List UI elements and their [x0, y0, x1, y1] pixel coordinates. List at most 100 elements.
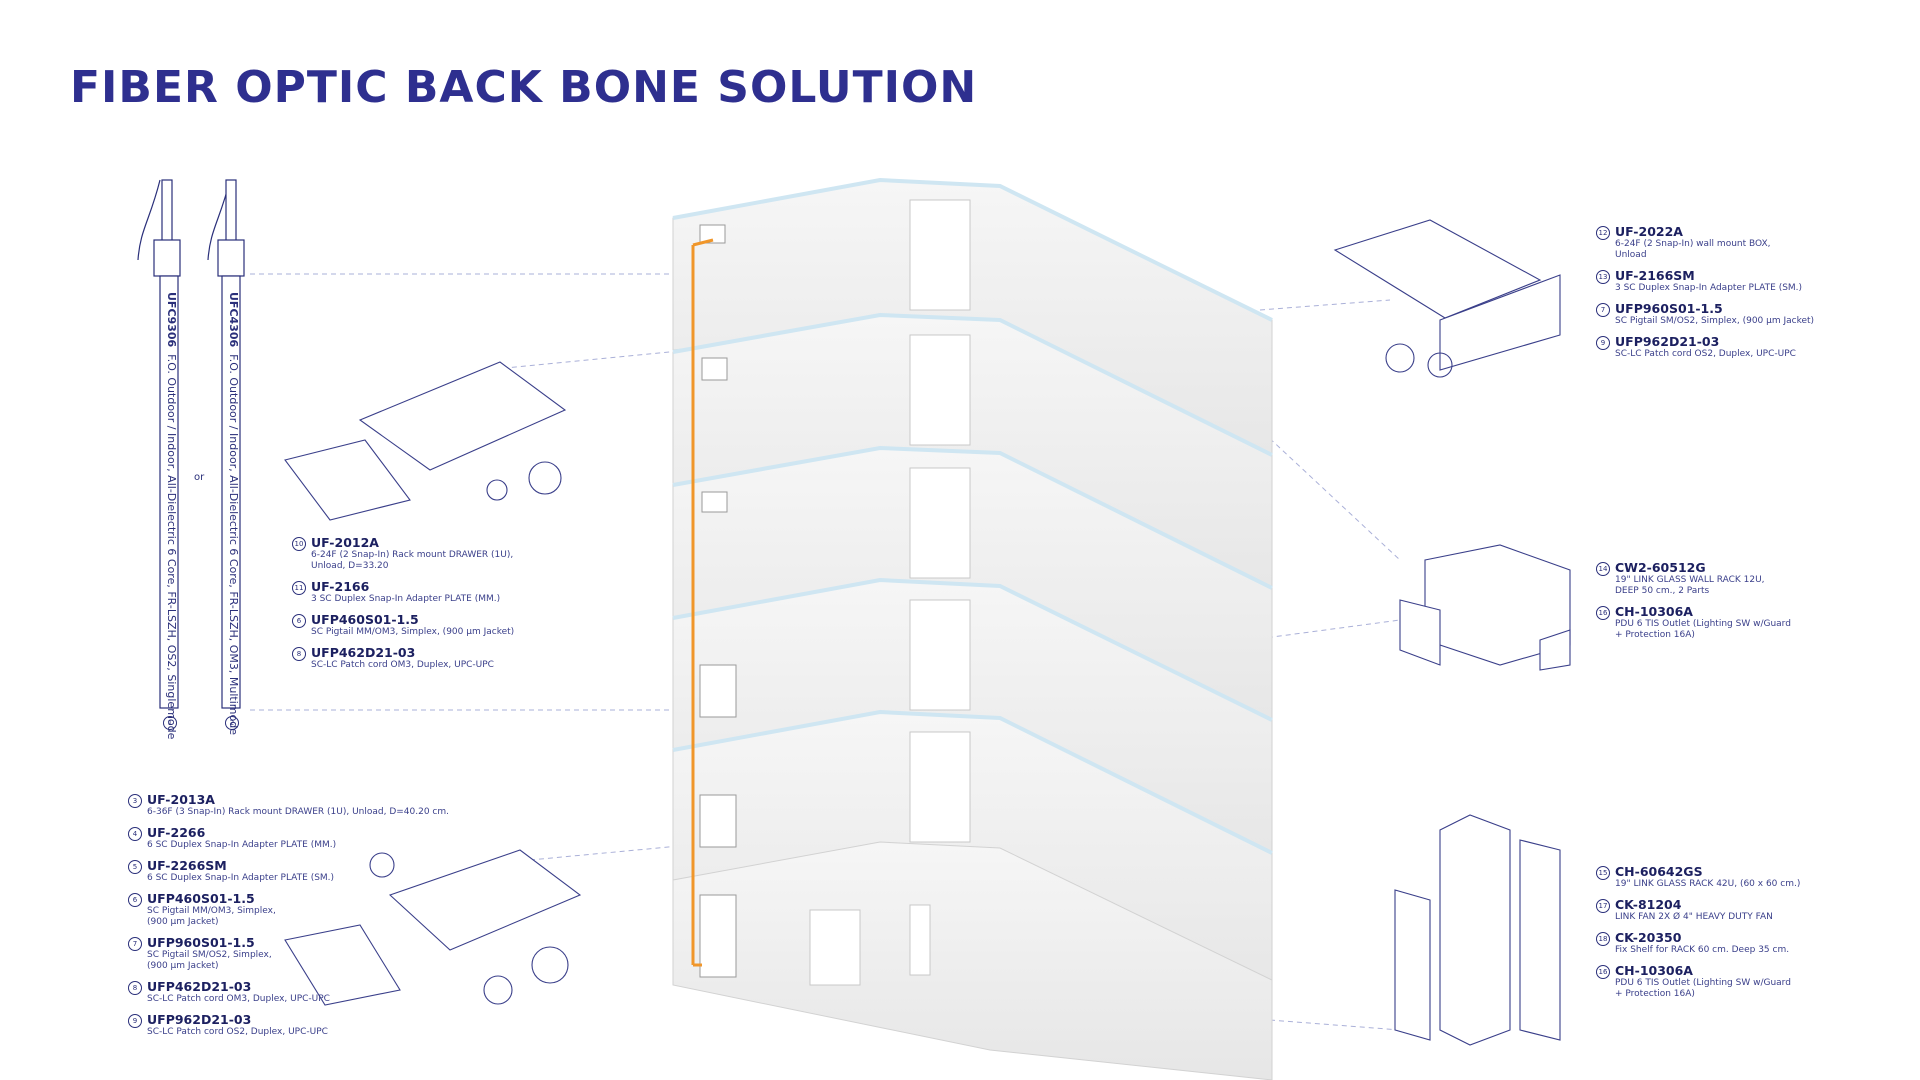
product-code: UF-2266SM — [147, 858, 227, 873]
item-number-badge: 16 — [1596, 965, 1610, 979]
product-code: CK-20350 — [1615, 930, 1682, 945]
item-number-badge: 6 — [292, 614, 306, 628]
item-number-badge: 13 — [1596, 270, 1610, 284]
cable-desc-1: F.O. Outdoor / Indoor, All-Dielectric 6 … — [165, 354, 178, 740]
product-code: CH-60642GS — [1615, 864, 1703, 879]
item-number-badge: 16 — [1596, 606, 1610, 620]
product-description: SC-LC Patch cord OM3, Duplex, UPC-UPC — [147, 994, 330, 1004]
product-description: 6-24F (2 Snap-In) Rack mount DRAWER (1U)… — [311, 550, 514, 560]
or-label: or — [194, 472, 205, 483]
item-number-badge: 14 — [1596, 562, 1610, 576]
product-code: UFP462D21-03 — [311, 645, 416, 660]
cable-code-1: UFC9306 — [165, 292, 178, 348]
product-code: UF-2013A — [147, 792, 215, 807]
item-number-badge: 8 — [292, 647, 306, 661]
product-description: SC Pigtail SM/OS2, Simplex, — [147, 950, 272, 960]
product-description: Unload, D=33.20 — [311, 561, 389, 571]
cable-number-2: 2 — [225, 716, 239, 730]
product-code: UFP460S01-1.5 — [147, 891, 255, 906]
product-description: SC-LC Patch cord OM3, Duplex, UPC-UPC — [311, 660, 494, 670]
item-number-badge: 10 — [292, 537, 306, 551]
cable-code-2: UFC4306 — [227, 292, 240, 348]
product-description: SC Pigtail MM/OM3, Simplex, (900 µm Jack… — [311, 627, 515, 637]
product-description: 6 SC Duplex Snap-In Adapter PLATE (SM.) — [147, 873, 335, 883]
product-code: UFP962D21-03 — [1615, 334, 1720, 349]
rack-drawings — [699, 224, 737, 978]
product-description: 6-24F (2 Snap-In) wall mount BOX, — [1615, 239, 1771, 249]
product-description: LINK FAN 2X Ø 4" HEAVY DUTY FAN — [1615, 912, 1773, 922]
item-number-badge: 3 — [128, 794, 142, 808]
cable-desc-2: F.O. Outdoor / Indoor, All-Dielectric 6 … — [227, 354, 240, 735]
fiber-backbone — [691, 238, 714, 967]
item-number-badge: 4 — [128, 827, 142, 841]
product-code: UFP960S01-1.5 — [1615, 301, 1723, 316]
item-number-badge: 8 — [128, 981, 142, 995]
product-code: CK-81204 — [1615, 897, 1682, 912]
product-code: CW2-60512G — [1615, 560, 1706, 575]
item-number-badge: 9 — [1596, 336, 1610, 350]
item-number-badge: 12 — [1596, 226, 1610, 240]
glass-edges — [672, 177, 1273, 855]
product-description: SC Pigtail MM/OM3, Simplex, — [147, 906, 276, 916]
product-code: UFP960S01-1.5 — [147, 935, 255, 950]
product-description: SC Pigtail SM/OS2, Simplex, (900 µm Jack… — [1615, 316, 1815, 326]
cable-label-2: UFC4306 F.O. Outdoor / Indoor, All-Diele… — [227, 292, 240, 735]
product-code: CH-10306A — [1615, 604, 1693, 619]
item-number-badge: 7 — [128, 937, 142, 951]
item-number-badge: 6 — [128, 893, 142, 907]
item-number-badge: 7 — [1596, 303, 1610, 317]
page-title: FIBER OPTIC BACK BONE SOLUTION — [70, 62, 978, 113]
item-number-badge: 11 — [292, 581, 306, 595]
product-description: 19" LINK GLASS RACK 42U, (60 x 60 cm.) — [1615, 879, 1801, 889]
product-description: PDU 6 TIS Outlet (Lighting SW w/Guard — [1615, 619, 1791, 629]
leader-lines — [250, 273, 1401, 1031]
item-number-badge: 5 — [128, 860, 142, 874]
product-description: SC-LC Patch cord OS2, Duplex, UPC-UPC — [147, 1027, 328, 1037]
cable-label-1: UFC9306 F.O. Outdoor / Indoor, All-Diele… — [165, 292, 178, 739]
product-code: UF-2166SM — [1615, 268, 1695, 283]
cable-number-1: 1 — [163, 716, 177, 730]
product-description: 6-36F (3 Snap-In) Rack mount DRAWER (1U)… — [147, 807, 450, 817]
product-description: Unload — [1615, 250, 1647, 260]
product-code: UF-2012A — [311, 535, 379, 550]
floor-slabs — [672, 179, 1273, 1080]
product-description: 19" LINK GLASS WALL RACK 12U, — [1615, 575, 1765, 585]
product-code: UF-2022A — [1615, 224, 1683, 239]
product-description: DEEP 50 cm., 2 Parts — [1615, 586, 1710, 596]
product-code: CH-10306A — [1615, 963, 1693, 978]
product-description: (900 µm Jacket) — [147, 961, 219, 971]
item-number-badge: 18 — [1596, 932, 1610, 946]
product-description: + Protection 16A) — [1615, 989, 1695, 999]
product-description: 3 SC Duplex Snap-In Adapter PLATE (MM.) — [311, 594, 501, 604]
product-description: Fix Shelf for RACK 60 cm. Deep 35 cm. — [1615, 945, 1790, 955]
product-sketches — [284, 219, 1571, 1046]
product-code: UFP460S01-1.5 — [311, 612, 419, 627]
item-number-badge: 15 — [1596, 866, 1610, 880]
room-details — [809, 199, 971, 986]
product-description: + Protection 16A) — [1615, 630, 1695, 640]
product-code: UFP462D21-03 — [147, 979, 252, 994]
